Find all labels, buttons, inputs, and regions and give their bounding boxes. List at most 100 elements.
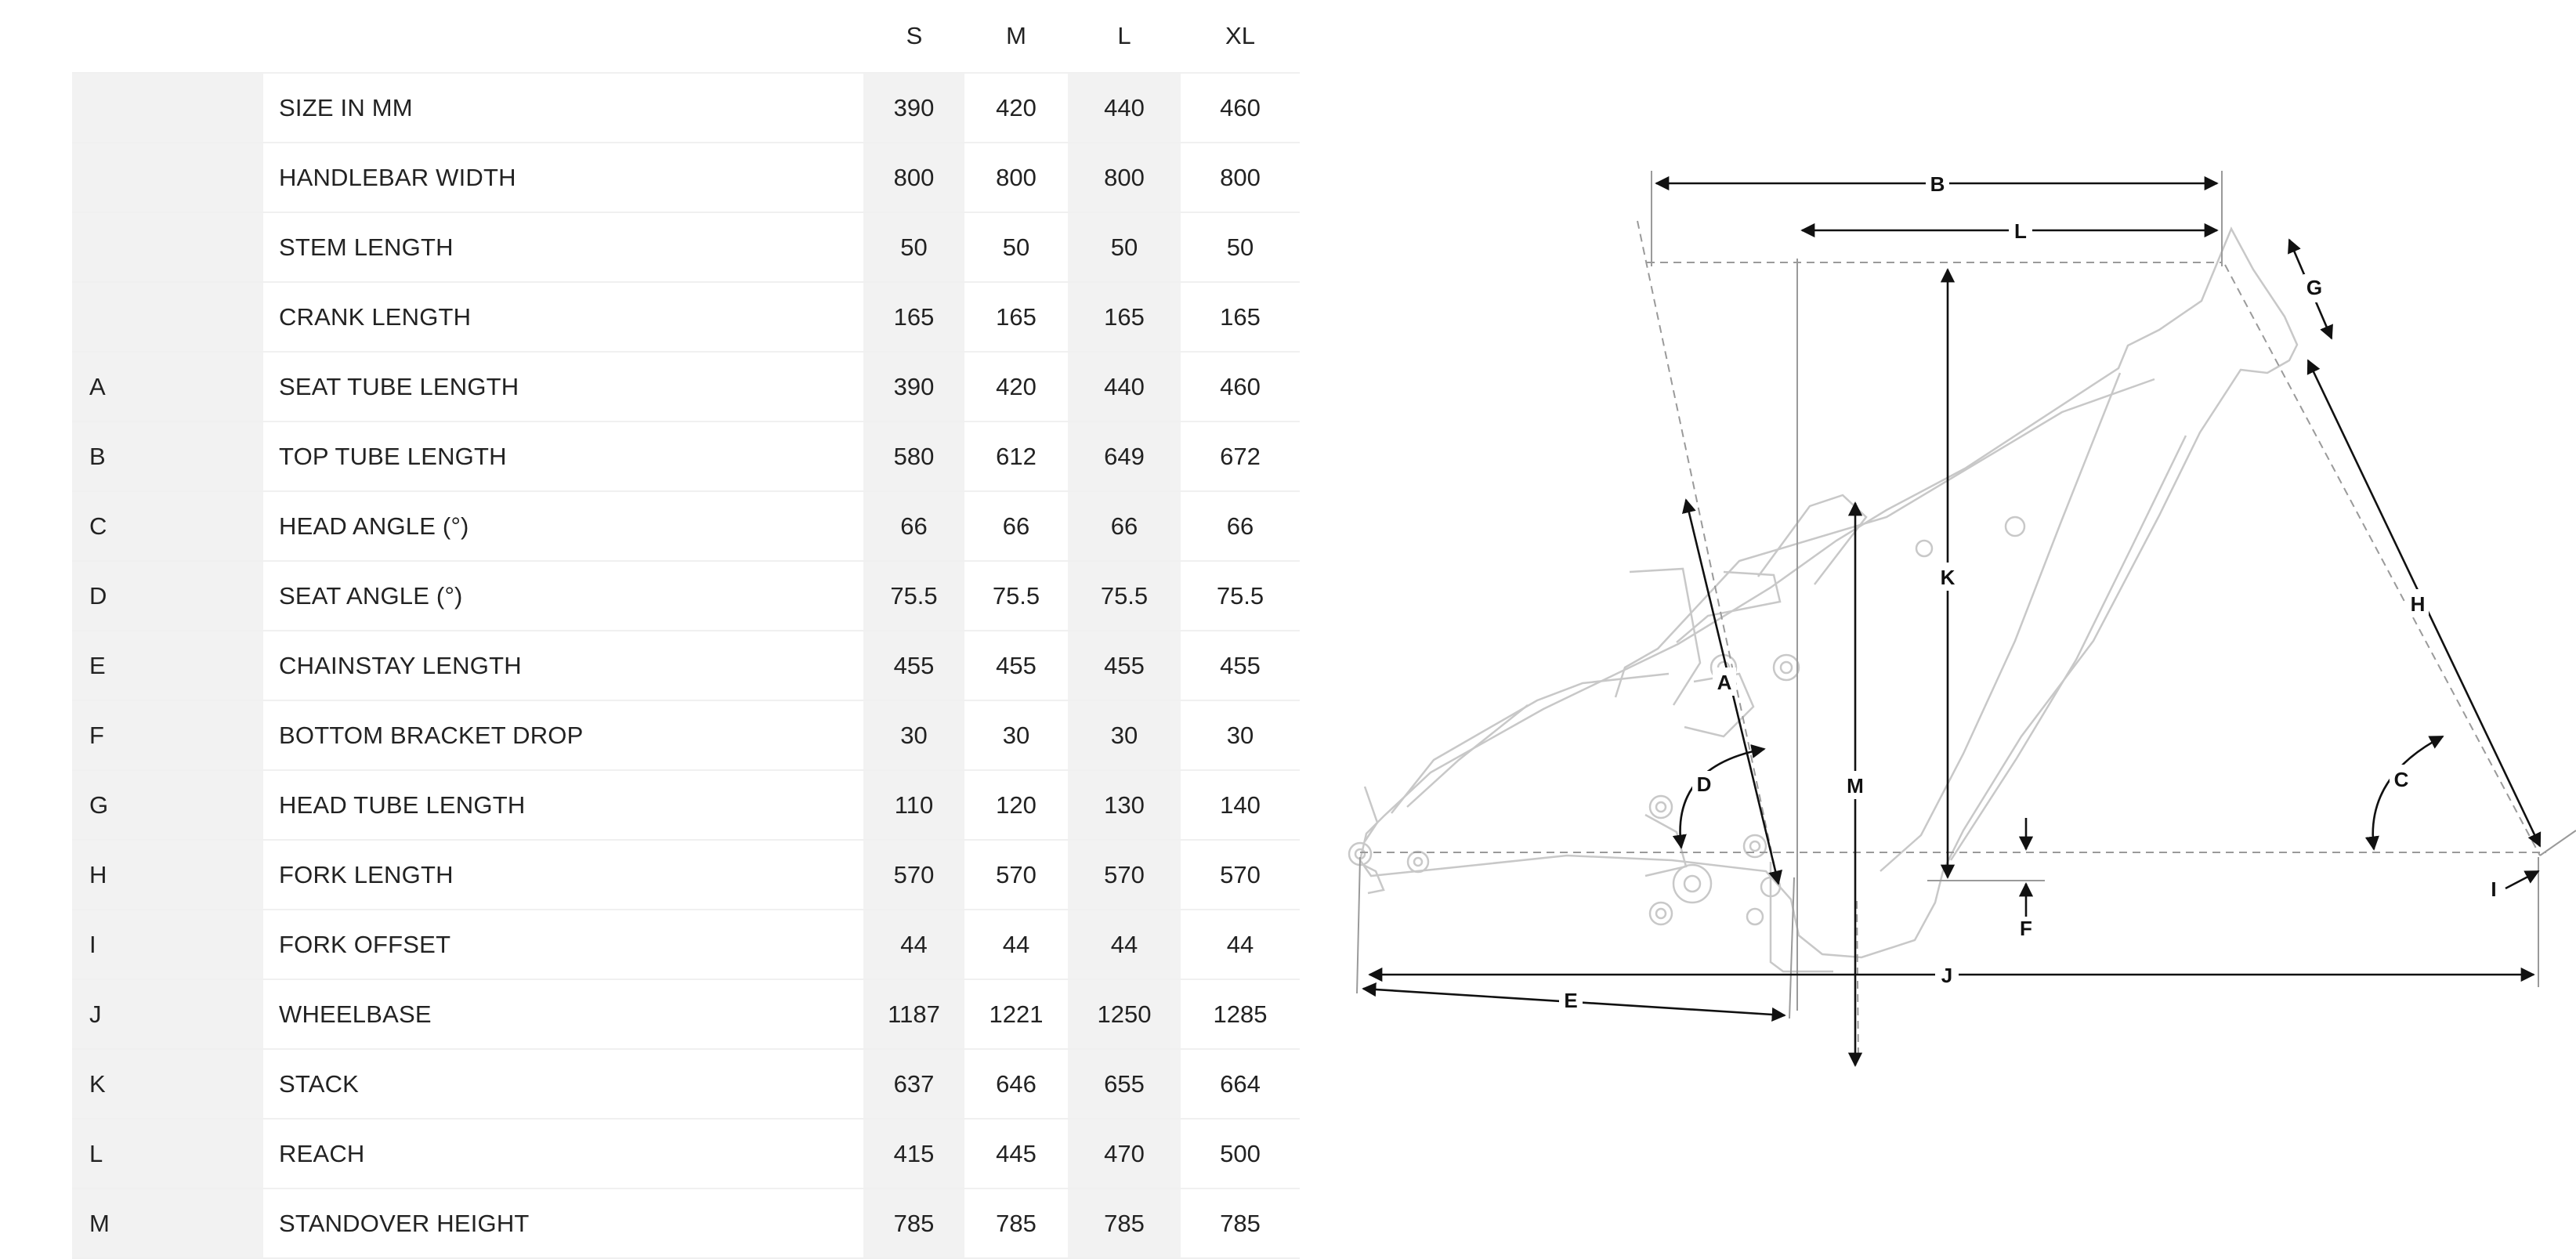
- row-letter: E: [72, 631, 263, 701]
- row-letter: L: [72, 1119, 263, 1189]
- row-value-l: 50: [1067, 212, 1182, 283]
- row-letter: D: [72, 561, 263, 631]
- row-value-s: 580: [863, 421, 966, 492]
- row-letter: F: [72, 700, 263, 771]
- dim-label-k: K: [1941, 566, 1956, 589]
- row-value-xl: 460: [1181, 352, 1300, 422]
- row-value-m: 455: [965, 631, 1068, 701]
- row-value-s: 800: [863, 143, 966, 213]
- row-value-l: 570: [1067, 840, 1182, 910]
- row-value-s: 390: [863, 73, 966, 143]
- row-value-s: 785: [863, 1188, 966, 1259]
- dim-label-j: J: [1941, 964, 1952, 987]
- row-measurement-name: TOP TUBE LENGTH: [263, 421, 863, 492]
- dimension-labels: B L K M A G H J E D C F I: [1564, 172, 2496, 1012]
- row-letter: B: [72, 421, 263, 492]
- dim-label-c: C: [2394, 768, 2409, 791]
- dim-i-arrow: [2505, 870, 2540, 890]
- row-value-xl: 460: [1181, 73, 1300, 143]
- row-value-m: 66: [965, 491, 1068, 562]
- dim-label-a: A: [1717, 671, 1732, 694]
- header-blank-name: [263, 0, 863, 74]
- row-value-l: 30: [1067, 700, 1182, 771]
- dim-label-d: D: [1697, 772, 1712, 796]
- row-value-xl: 664: [1181, 1049, 1300, 1120]
- row-value-xl: 30: [1181, 700, 1300, 771]
- row-letter: M: [72, 1188, 263, 1259]
- row-value-xl: 455: [1181, 631, 1300, 701]
- row-value-s: 390: [863, 352, 966, 422]
- row-measurement-name: HEAD TUBE LENGTH: [263, 770, 863, 841]
- dim-label-g: G: [2306, 276, 2322, 299]
- row-value-s: 570: [863, 840, 966, 910]
- row-value-s: 455: [863, 631, 966, 701]
- row-value-l: 470: [1067, 1119, 1182, 1189]
- row-value-m: 120: [965, 770, 1068, 841]
- row-letter: G: [72, 770, 263, 841]
- dim-label-m: M: [1847, 774, 1864, 798]
- row-value-m: 50: [965, 212, 1068, 283]
- header-size-xl: XL: [1181, 0, 1299, 74]
- row-value-s: 637: [863, 1049, 966, 1120]
- row-value-xl: 44: [1181, 910, 1300, 980]
- row-value-xl: 1285: [1181, 979, 1300, 1050]
- row-value-xl: 785: [1181, 1188, 1300, 1259]
- dim-label-i: I: [2491, 877, 2496, 901]
- row-value-xl: 140: [1181, 770, 1300, 841]
- row-measurement-name: STACK: [263, 1049, 863, 1120]
- row-value-xl: 672: [1181, 421, 1300, 492]
- row-measurement-name: SEAT TUBE LENGTH: [263, 352, 863, 422]
- row-value-m: 445: [965, 1119, 1068, 1189]
- row-letter: [72, 212, 263, 283]
- row-value-s: 75.5: [863, 561, 966, 631]
- row-value-m: 612: [965, 421, 1068, 492]
- row-value-m: 75.5: [965, 561, 1068, 631]
- header-size-m: M: [965, 0, 1067, 74]
- row-value-s: 44: [863, 910, 966, 980]
- header-size-l: L: [1067, 0, 1181, 74]
- row-value-m: 165: [965, 282, 1068, 353]
- row-value-xl: 66: [1181, 491, 1300, 562]
- row-value-l: 75.5: [1067, 561, 1182, 631]
- row-measurement-name: SEAT ANGLE (°): [263, 561, 863, 631]
- dim-label-l: L: [2014, 219, 2027, 243]
- row-letter: I: [72, 910, 263, 980]
- header-size-s: S: [863, 0, 965, 74]
- row-value-m: 570: [965, 840, 1068, 910]
- row-value-s: 30: [863, 700, 966, 771]
- label-backgrounds: [1559, 171, 2429, 1012]
- row-value-l: 1250: [1067, 979, 1182, 1050]
- row-value-xl: 75.5: [1181, 561, 1300, 631]
- row-value-xl: 500: [1181, 1119, 1300, 1189]
- row-measurement-name: REACH: [263, 1119, 863, 1189]
- row-value-s: 50: [863, 212, 966, 283]
- row-value-s: 415: [863, 1119, 966, 1189]
- row-measurement-name: STANDOVER HEIGHT: [263, 1188, 863, 1259]
- row-letter: [72, 282, 263, 353]
- row-value-xl: 800: [1181, 143, 1300, 213]
- row-value-s: 165: [863, 282, 966, 353]
- row-value-l: 800: [1067, 143, 1182, 213]
- row-value-l: 44: [1067, 910, 1182, 980]
- bike-frame-outline: [1348, 226, 2299, 973]
- row-letter: C: [72, 491, 263, 562]
- row-value-l: 130: [1067, 770, 1182, 841]
- row-letter: [72, 143, 263, 213]
- row-letter: K: [72, 1049, 263, 1120]
- row-value-m: 785: [965, 1188, 1068, 1259]
- dim-label-h: H: [2411, 592, 2426, 616]
- dimension-arrows: [1362, 175, 2542, 1067]
- header-blank-letter: [72, 0, 263, 74]
